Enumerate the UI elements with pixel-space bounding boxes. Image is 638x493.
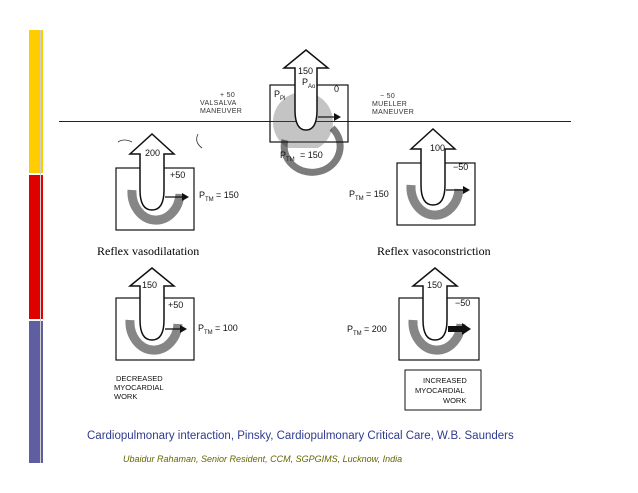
center-zero: 0 [334,84,339,94]
center-ppl-sub: Pl [280,96,285,102]
center-ptm-value: = 150 [300,150,323,160]
lower-left-pressure: +50 [168,300,183,310]
upper-right-ptm-value: = 150 [366,189,389,199]
heart-diagram-lower-left: 150 +50 P TM = 100 DECREASED MYOCARDIAL … [114,267,238,401]
accent-bar-yellow [29,30,43,173]
upper-right-arrow-value: 100 [430,143,445,153]
center-arrow-value: 150 [298,66,313,76]
lower-left-ptm-sub: TM [204,330,213,336]
upper-right-ptm-sub: TM [355,196,364,202]
center-ptm: P [280,150,286,160]
upper-left-ptm-sub: TM [205,197,214,203]
lower-left-work-line2: MYOCARDIAL [114,383,164,392]
valsalva-label-line1: VALSALVA [200,100,237,107]
reflex-vasodilatation-label: Reflex vasodilatation [97,244,200,258]
lower-right-pressure: −50 [455,298,470,308]
heart-diagram-center: 150 P Pl P Ao 0 P TM = 150 [269,49,349,176]
mueller-value: − 50 [380,93,396,100]
lower-right-work-line1: INCREASED [423,376,467,385]
mueller-label-line2: MANEUVER [372,109,415,116]
lower-left-work-line3: WORK [114,392,137,401]
lower-left-arrow-value: 150 [142,280,157,290]
lower-left-ptm: P [198,323,204,333]
valsalva-value: + 50 [220,92,236,99]
lower-right-ptm-value: = 200 [364,324,387,334]
center-pao-sub: Ao [308,84,316,90]
upper-left-ptm-value: = 150 [216,190,239,200]
center-ppl: P [274,89,280,99]
heart-diagram-upper-right: 100 −50 P TM = 150 [349,127,476,226]
divider-vertical [40,30,41,463]
upper-left-ptm: P [199,190,205,200]
lower-right-arrow-value: 150 [427,280,442,290]
source-caption: Cardiopulmonary interaction, Pinsky, Car… [87,430,514,442]
lower-left-work-line1: DECREASED [116,374,163,383]
heart-diagram-upper-left: 200 +50 P TM = 150 [115,132,239,231]
upper-right-ptm: P [349,189,355,199]
lower-right-work-line3: WORK [443,396,466,405]
upper-left-arrow-value: 200 [145,148,160,158]
center-pao: P [302,77,308,87]
upper-right-pressure: −50 [453,162,468,172]
lower-right-ptm: P [347,324,353,334]
lower-right-work-line2: MYOCARDIAL [415,386,465,395]
mueller-label-line1: MUELLER [372,101,408,108]
reflex-vasoconstriction-label: Reflex vasoconstriction [377,244,491,258]
lower-right-ptm-sub: TM [353,331,362,337]
valsalva-label: + 50 VALSALVA MANEUVER [200,92,242,116]
heart-diagram-lower-right: 150 −50 P TM = 200 INCREASED MYOCARDIAL … [347,267,482,411]
center-ptm-sub: TM [286,157,295,163]
accent-bar-red [29,175,43,319]
author-footer: Ubaidur Rahaman, Senior Resident, CCM, S… [123,454,403,464]
lower-left-ptm-value: = 100 [215,323,238,333]
accent-bar-blue [29,321,43,463]
upper-left-pressure: +50 [170,170,185,180]
mueller-label: − 50 MUELLER MANEUVER [372,93,414,117]
valsalva-label-line2: MANEUVER [200,108,243,115]
